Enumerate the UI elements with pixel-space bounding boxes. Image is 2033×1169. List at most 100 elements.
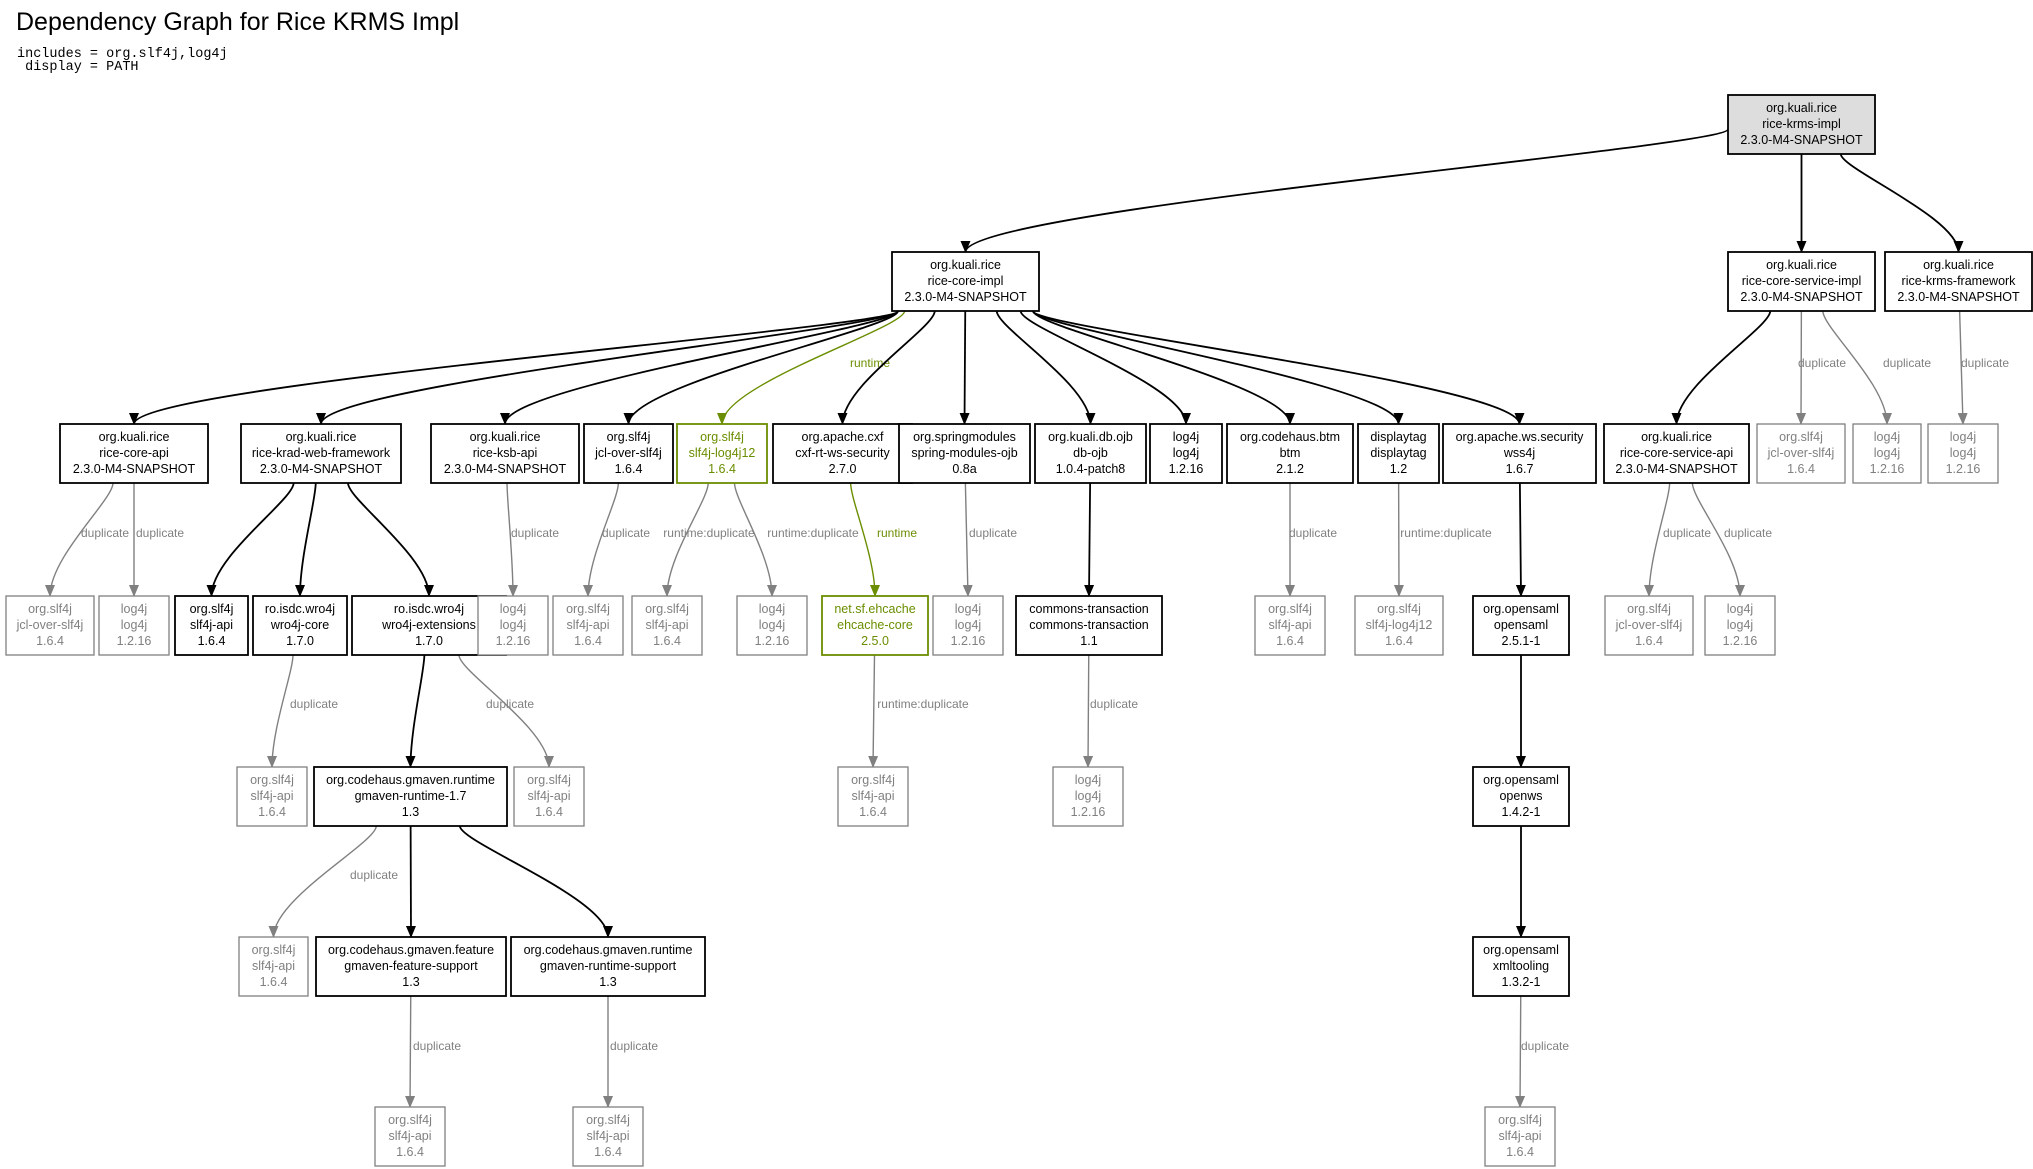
- edge-label: duplicate: [1883, 356, 1931, 370]
- node-box: [1603, 423, 1750, 484]
- node-artifact-id: db-ojb: [1073, 446, 1108, 460]
- node-group-id: org.slf4j: [566, 602, 610, 616]
- node-artifact-id: jcl-over-slf4j: [16, 618, 84, 632]
- edge-core_impl-to-ksb_api: [500, 310, 899, 425]
- edge-core_impl-to-db_ojb: [995, 310, 1096, 425]
- display-line: display = PATH: [17, 60, 139, 75]
- node-version: 1.6.4: [859, 805, 887, 819]
- edge-line: [962, 482, 973, 597]
- node-version: 1.6.4: [1276, 634, 1304, 648]
- edge-label: duplicate: [511, 526, 559, 540]
- edge-core_impl-to-cxf: [837, 310, 936, 425]
- node-artifact-id: slf4j-api: [586, 1129, 629, 1143]
- edge-krad_web-to-slf4j_api: [206, 482, 295, 597]
- node-version: 1.2: [1390, 462, 1407, 476]
- node-artifact-id: slf4j-api: [388, 1129, 431, 1143]
- node-artifact-id: rice-krms-framework: [1902, 274, 2017, 288]
- node-box: [59, 423, 209, 484]
- node-version: 1.6.7: [1506, 462, 1534, 476]
- edge-line: [458, 825, 613, 938]
- node-artifact-id: ehcache-core: [837, 618, 913, 632]
- node-artifact-id: gmaven-feature-support: [344, 959, 478, 973]
- node-artifact-id: jcl-over-slf4j: [1615, 618, 1683, 632]
- node-box: [1472, 936, 1570, 997]
- node-artifact-id: xmltooling: [1493, 959, 1549, 973]
- node-group-id: log4j: [500, 602, 526, 616]
- node-group-id: log4j: [1075, 773, 1101, 787]
- node-artifact-id: log4j: [1075, 789, 1101, 803]
- edge-line: [1032, 310, 1404, 425]
- node-artifact-id: log4j: [500, 618, 526, 632]
- edge-label: runtime: [877, 526, 917, 540]
- node-artifact-id: gmaven-runtime-support: [540, 959, 677, 973]
- node-version: 1.6.4: [396, 1145, 424, 1159]
- node-group-id: org.codehaus.btm: [1240, 430, 1340, 444]
- node-group-id: log4j: [1727, 602, 1753, 616]
- node-group-id: org.kuali.rice: [1641, 430, 1712, 444]
- edge-line: [458, 654, 554, 768]
- node-box: [821, 595, 929, 656]
- node-version: 2.7.0: [829, 462, 857, 476]
- edge-line: [868, 654, 879, 768]
- node-group-id: org.kuali.rice: [99, 430, 170, 444]
- edge-wro4j_ext-to-d_we_api: duplicate: [458, 654, 554, 768]
- edge-line: [849, 482, 880, 597]
- edge-core_impl-to-btm: [1032, 310, 1295, 425]
- node-gmaven_rt17: org.codehaus.gmaven.runtimegmaven-runtim…: [313, 766, 508, 827]
- node-version: 1.2.16: [1723, 634, 1758, 648]
- edge-line: [960, 128, 1729, 253]
- node-version: 1.2.16: [117, 634, 152, 648]
- edge-line: [1019, 310, 1191, 425]
- edge-line: [1515, 995, 1526, 1108]
- node-artifact-id: log4j: [955, 618, 981, 632]
- node-artifact-id: commons-transaction: [1029, 618, 1149, 632]
- edge-core_service_impl-to-d_csi_jcl: duplicate: [1796, 310, 1846, 425]
- edge-line: [1032, 310, 1295, 425]
- node-core_service_api: org.kuali.ricerice-core-service-api2.3.0…: [1603, 423, 1750, 484]
- edge-ehcache-to-d_eh_api: runtime:duplicate: [868, 654, 969, 768]
- node-group-id: org.slf4j: [1268, 602, 1312, 616]
- node-group-id: org.codehaus.gmaven.runtime: [326, 773, 495, 787]
- node-box: [898, 423, 1031, 484]
- node-group-id: org.slf4j: [252, 943, 296, 957]
- edge-line: [1084, 482, 1095, 597]
- node-artifact-id: slf4j-log4j12: [689, 446, 756, 460]
- node-group-id: org.kuali.rice: [1766, 101, 1837, 115]
- node-version: 1.6.4: [1787, 462, 1815, 476]
- edge-slf4j_log4j12-to-d_sl_log4j: runtime:duplicate: [733, 482, 859, 597]
- edge-label: duplicate: [413, 1039, 461, 1053]
- node-artifact-id: log4j: [759, 618, 785, 632]
- node-box: [98, 595, 170, 656]
- edge-label: duplicate: [1724, 526, 1772, 540]
- edge-label: duplicate: [136, 526, 184, 540]
- edge-label: duplicate: [1289, 526, 1337, 540]
- node-gmaven_rt_support: org.codehaus.gmaven.runtimegmaven-runtim…: [510, 936, 706, 997]
- node-group-id: org.kuali.rice: [1766, 258, 1837, 272]
- edge-line: [623, 310, 899, 425]
- node-version: 1.6.4: [1506, 1145, 1534, 1159]
- node-version: 1.6.4: [1635, 634, 1663, 648]
- node-group-id: org.opensaml: [1483, 602, 1559, 616]
- edge-core_impl-to-displaytag: [1032, 310, 1404, 425]
- edge-label: runtime:duplicate: [877, 697, 969, 711]
- edge-line: [405, 654, 426, 768]
- node-group-id: log4j: [1874, 430, 1900, 444]
- edges-layer: runtime duplicate duplicate duplicate duplic…: [45, 128, 2009, 1108]
- node-box: [1727, 94, 1876, 155]
- edge-line: [1822, 310, 1892, 425]
- edge-krms_framework-to-d_kf_log4j: duplicate: [1957, 310, 2009, 425]
- node-box: [1484, 1106, 1556, 1167]
- node-version: 2.5.0: [861, 634, 889, 648]
- node-artifact-id: rice-krad-web-framework: [252, 446, 391, 460]
- node-version: 2.3.0-M4-SNAPSHOT: [260, 462, 383, 476]
- edge-displaytag-to-d_dt_log4j12: runtime:duplicate: [1393, 482, 1492, 597]
- node-artifact-id: log4j: [1950, 446, 1976, 460]
- node-version: 0.8a: [952, 462, 976, 476]
- node-group-id: log4j: [121, 602, 147, 616]
- node-version: 2.5.1-1: [1502, 634, 1541, 648]
- node-version: 2.1.2: [1276, 462, 1304, 476]
